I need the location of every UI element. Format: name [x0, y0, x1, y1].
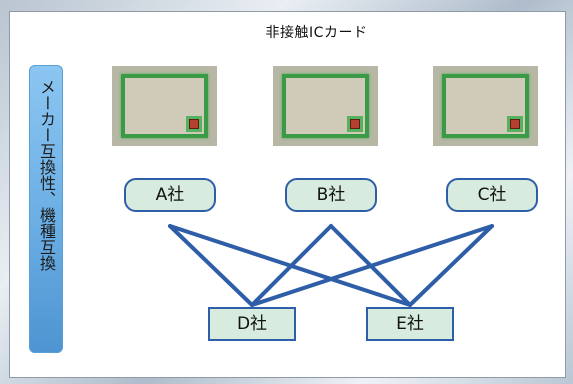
ic-card-image-2 [273, 66, 378, 146]
line-a-d [168, 224, 254, 307]
card-antenna-border [442, 74, 529, 138]
card-antenna-border [282, 74, 369, 138]
line-b-d [250, 224, 333, 307]
ic-card-image-3 [433, 66, 538, 146]
card-antenna-border [121, 74, 208, 138]
company-a-box: A社 [124, 178, 216, 212]
diagram-title: 非接触ICカード [265, 25, 368, 41]
ic-card-image-1 [112, 66, 217, 146]
company-d-box: D社 [208, 307, 296, 341]
chip-icon [347, 116, 363, 132]
company-b-box: B社 [285, 178, 377, 212]
line-c-d [250, 224, 494, 307]
chip-icon [186, 116, 202, 132]
sidebar-label: メーカー互換性、機種互換 [37, 79, 56, 271]
compatibility-sidebar: メーカー互換性、機種互換 [29, 65, 63, 353]
chip-icon [507, 116, 523, 132]
company-e-box: E社 [366, 307, 454, 341]
company-c-box: C社 [446, 178, 538, 212]
line-c-e [408, 224, 494, 307]
